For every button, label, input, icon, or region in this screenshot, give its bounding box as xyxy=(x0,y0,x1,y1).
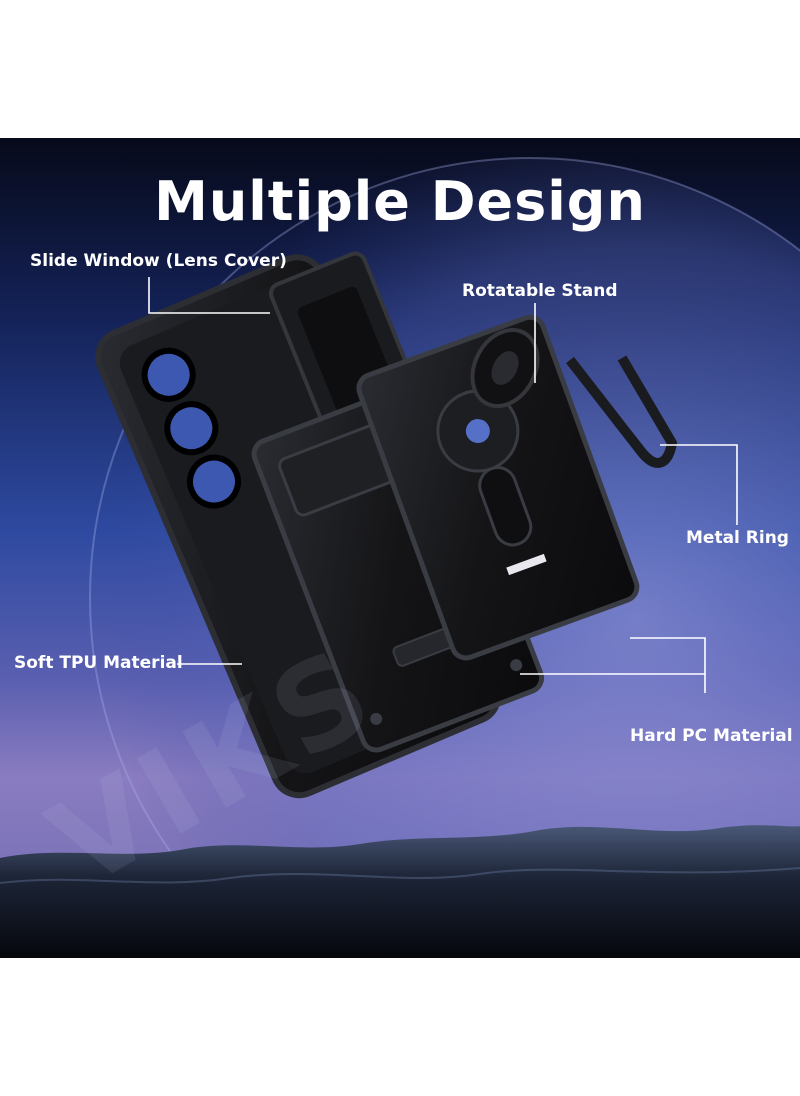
label-soft-tpu: Soft TPU Material xyxy=(14,653,183,673)
lens-hole-3 xyxy=(186,454,241,509)
metal-ring-part xyxy=(566,355,677,468)
page-title: Multiple Design xyxy=(154,170,646,233)
moon-rim xyxy=(89,157,800,958)
ring-plate xyxy=(356,314,640,661)
label-metal-ring: Metal Ring xyxy=(686,528,789,548)
rotatable-stand-part xyxy=(470,327,540,409)
rock-ridge xyxy=(0,867,800,884)
callout-slide-window xyxy=(148,277,270,314)
product-image-panel: VIKS Multiple Design Slide Window (Lens … xyxy=(0,138,800,958)
label-rotatable-stand: Rotatable Stand xyxy=(462,281,618,301)
product-illustration xyxy=(0,157,800,958)
lens-hole-1 xyxy=(141,347,196,402)
lens-hole-2 xyxy=(164,401,219,456)
rock-ground xyxy=(0,825,800,958)
label-slide-window: Slide Window (Lens Cover) xyxy=(30,251,287,271)
label-hard-pc: Hard PC Material xyxy=(630,726,793,746)
center-lens xyxy=(465,419,490,444)
callout-metal-ring xyxy=(660,444,738,525)
callout-lines xyxy=(148,277,738,693)
